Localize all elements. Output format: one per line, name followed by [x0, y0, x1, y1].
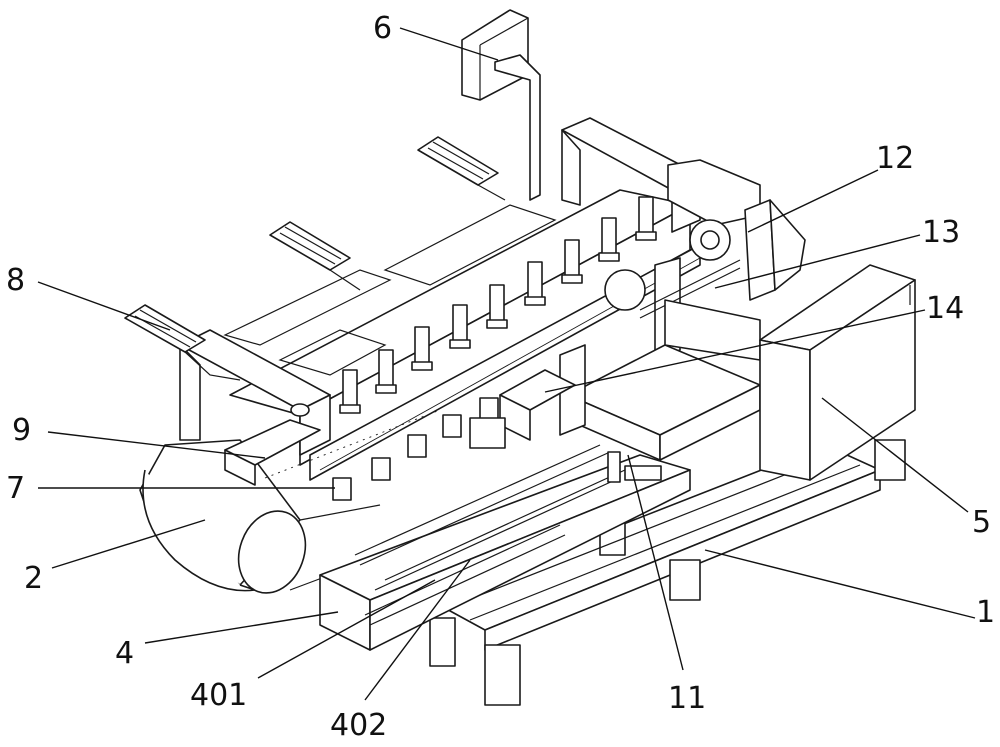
label-6: 6 [373, 11, 392, 46]
label-1: 1 [976, 595, 995, 630]
base-frame [429, 439, 906, 706]
cylinder [339, 369, 361, 414]
label-2: 2 [24, 561, 43, 596]
left-frame [179, 329, 331, 486]
cylinder [486, 284, 508, 329]
label-9: 9 [12, 413, 31, 448]
carriage [469, 299, 761, 483]
label-12: 12 [876, 141, 914, 176]
lower-tray [319, 444, 691, 651]
right-cabinet [759, 264, 916, 481]
cylinder-row [339, 196, 657, 414]
label-11: 11 [668, 681, 706, 716]
cylinder [375, 349, 397, 394]
cylinder [635, 196, 657, 241]
cylinder [524, 261, 546, 306]
sensor-post [461, 9, 541, 201]
cylinder [411, 326, 433, 371]
clamp-row [332, 397, 499, 501]
label-5: 5 [972, 505, 991, 540]
roller-brackets [124, 136, 506, 381]
label-8: 8 [6, 263, 25, 298]
label-14: 14 [926, 291, 964, 326]
callout-labels: 6 12 13 14 8 9 7 2 5 1 4 401 402 11 [6, 11, 995, 743]
label-4: 4 [115, 636, 134, 671]
cylinder [598, 217, 620, 262]
conveyor-roll [139, 439, 381, 594]
label-402: 402 [330, 708, 387, 743]
cylinder [561, 239, 583, 284]
leader-lines [37, 27, 976, 701]
roller-bracket [417, 136, 506, 201]
right-arch [561, 117, 761, 233]
label-7: 7 [6, 471, 25, 506]
cylinder [449, 304, 471, 349]
label-13: 13 [922, 215, 960, 250]
roller-bracket [269, 221, 361, 291]
label-401: 401 [190, 678, 247, 713]
